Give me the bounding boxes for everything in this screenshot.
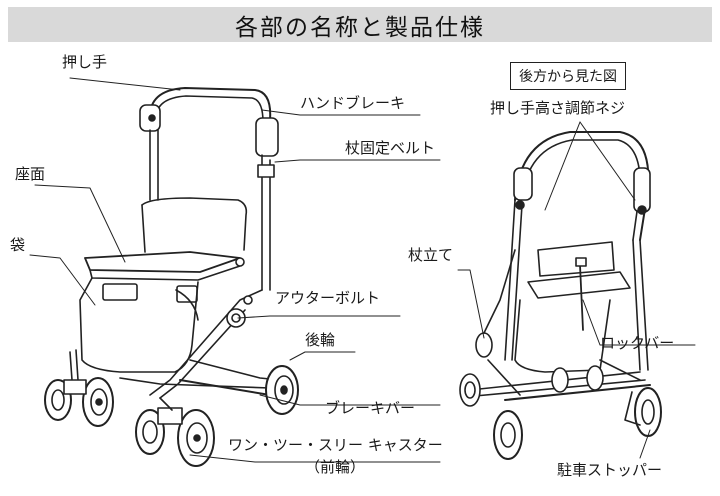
leader-lines xyxy=(29,77,696,463)
rear-view-caption: 後方から見た図 xyxy=(510,62,626,90)
title-banner: 各部の名称と製品仕様 xyxy=(8,7,712,42)
page-title: 各部の名称と製品仕様 xyxy=(235,14,485,41)
label-lock-bar: ロックバー xyxy=(600,334,675,352)
label-hand-brake: ハンドブレーキ xyxy=(300,94,406,112)
rear-view-walker xyxy=(459,131,662,460)
label-front-caster-note: （前輪） xyxy=(305,458,366,476)
label-seat: 座面 xyxy=(15,165,46,183)
label-handle-height-screw: 押し手高さ調節ネジ xyxy=(490,99,626,117)
label-push-handle: 押し手 xyxy=(62,53,108,71)
label-front-caster: ワン・ツー・スリー キャスター xyxy=(228,436,443,454)
front-view-walker xyxy=(44,87,299,467)
label-bag: 袋 xyxy=(10,236,26,254)
label-brake-bar: ブレーキバー xyxy=(325,399,416,417)
label-outer-bolt: アウターボルト xyxy=(275,289,381,307)
label-parking-stopper: 駐車ストッパー xyxy=(557,461,663,479)
label-cane-belt: 杖固定ベルト xyxy=(345,139,436,157)
label-cane-stand: 杖立て xyxy=(408,246,454,264)
label-rear-wheel: 後輪 xyxy=(305,331,336,349)
